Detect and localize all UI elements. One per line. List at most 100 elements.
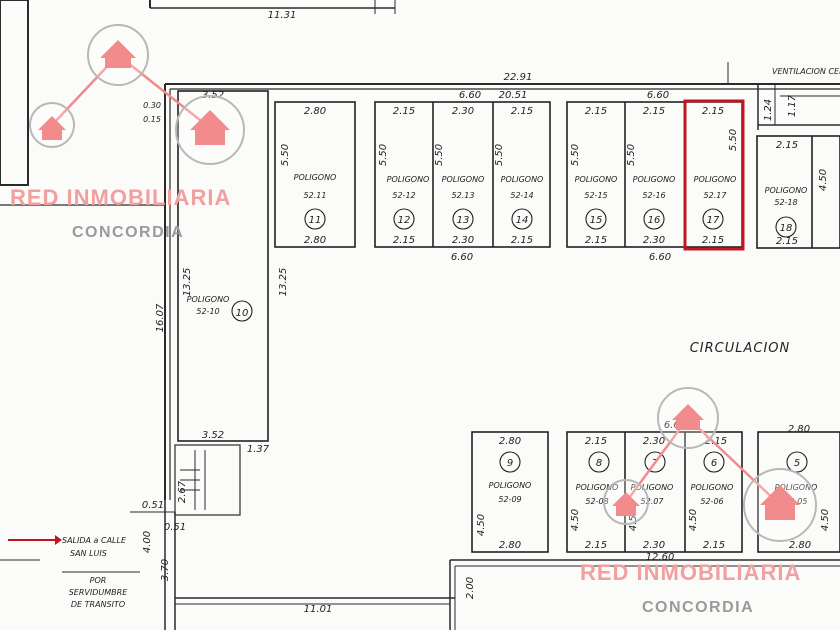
svg-text:2.00: 2.00: [465, 577, 476, 599]
svg-text:0.51: 0.51: [164, 522, 186, 533]
watermark-brand-bottom: RED INMOBILIARIA: [580, 560, 801, 585]
svg-text:2.80: 2.80: [788, 424, 810, 435]
house-icon: [760, 485, 800, 520]
svg-text:POLIGONO: POLIGONO: [765, 186, 808, 195]
svg-text:2.80: 2.80: [789, 540, 811, 551]
svg-text:POLIGONO: POLIGONO: [442, 175, 485, 184]
svg-text:8: 8: [596, 458, 602, 469]
servitude-line2: SERVIDUMBRE: [69, 588, 128, 597]
svg-text:4.50: 4.50: [820, 509, 831, 531]
svg-text:6.60: 6.60: [664, 420, 686, 431]
ventilation-label: VENTILACION CEN: [772, 67, 840, 76]
lot-9[interactable]: 2.80 2.80 9 POLIGONO 52-09 4.50: [471, 431, 549, 553]
lot-16[interactable]: 2.15 2.30 POLIGONO 52-16 16 5.50: [626, 106, 675, 246]
house-icon: [672, 404, 704, 430]
svg-text:2.15: 2.15: [511, 106, 533, 117]
svg-text:POLIGONO: POLIGONO: [631, 483, 674, 492]
svg-text:POLIGONO: POLIGONO: [775, 483, 818, 492]
svg-text:5.50: 5.50: [570, 144, 581, 166]
svg-text:52-06: 52-06: [700, 497, 723, 506]
lot-6[interactable]: 2.15 2.15 6 POLIGONO 52-06 4.50: [688, 436, 733, 551]
svg-text:2.15: 2.15: [585, 540, 607, 551]
svg-text:18: 18: [780, 223, 793, 234]
svg-text:11: 11: [309, 215, 322, 226]
svg-text:4.50: 4.50: [570, 509, 581, 531]
svg-text:5.50: 5.50: [494, 144, 505, 166]
svg-text:5.50: 5.50: [728, 129, 739, 151]
watermark-brand-top: RED INMOBILIARIA: [10, 185, 231, 210]
svg-text:1.37: 1.37: [247, 444, 270, 455]
lot-17[interactable]: 2.15 2.15 POLIGONO 52.17 17 5.50: [694, 106, 739, 246]
svg-text:POLIGONO: POLIGONO: [489, 481, 532, 490]
svg-text:2.80: 2.80: [304, 106, 326, 117]
svg-text:15: 15: [590, 215, 603, 226]
svg-text:4.50: 4.50: [818, 169, 829, 191]
lot-14[interactable]: 2.15 2.15 POLIGONO 52-14 14 5.50: [494, 106, 543, 246]
svg-text:20.51: 20.51: [499, 90, 528, 101]
svg-text:10: 10: [236, 308, 249, 319]
svg-text:1.17: 1.17: [787, 94, 798, 117]
svg-text:13.25: 13.25: [278, 268, 289, 297]
svg-text:2.15: 2.15: [393, 235, 415, 246]
svg-text:2.15: 2.15: [511, 235, 533, 246]
svg-text:POLIGONO: POLIGONO: [633, 175, 676, 184]
lot-17-highlight: [683, 99, 745, 251]
svg-text:POLIGONO: POLIGONO: [576, 483, 619, 492]
svg-text:52.13: 52.13: [452, 191, 475, 200]
svg-text:POLIGONO: POLIGONO: [694, 175, 737, 184]
svg-text:11.31: 11.31: [268, 10, 297, 21]
svg-text:2.30: 2.30: [452, 235, 474, 246]
dimension-labels: 11.31 22.91 6.60 20.51 6.60 6.60 6.60 6.…: [142, 10, 798, 615]
svg-text:6: 6: [711, 458, 717, 469]
lot-13[interactable]: 2.30 2.30 POLIGONO 52.13 13 5.50: [434, 106, 484, 246]
svg-text:5: 5: [794, 458, 800, 469]
svg-text:6.60: 6.60: [649, 252, 671, 263]
servitude-line3: DE TRANSITO: [71, 600, 125, 609]
svg-text:2.80: 2.80: [499, 540, 521, 551]
svg-text:2.15: 2.15: [585, 106, 607, 117]
svg-text:5.50: 5.50: [280, 144, 291, 166]
house-icon: [612, 492, 640, 516]
svg-text:2.30: 2.30: [643, 235, 665, 246]
svg-text:POLIGONO: POLIGONO: [387, 175, 430, 184]
svg-text:13: 13: [457, 215, 470, 226]
house-icon: [38, 116, 66, 140]
svg-text:4.50: 4.50: [688, 509, 699, 531]
svg-text:6.60: 6.60: [647, 90, 669, 101]
lot-11[interactable]: 2.80 2.80 POLIGONO 52.11 11 5.50: [274, 101, 356, 248]
svg-text:2.15: 2.15: [703, 540, 725, 551]
svg-text:2.30: 2.30: [452, 106, 474, 117]
svg-text:13.25: 13.25: [182, 268, 193, 297]
svg-text:2.15: 2.15: [393, 106, 415, 117]
house-icon: [100, 40, 136, 68]
svg-text:0.51: 0.51: [142, 500, 164, 511]
svg-text:5.50: 5.50: [378, 144, 389, 166]
svg-text:2.67: 2.67: [177, 480, 188, 503]
svg-text:14: 14: [516, 215, 529, 226]
svg-text:2.15: 2.15: [705, 436, 727, 447]
lot-18[interactable]: 2.15 2.15 POLIGONO 52-18 18 4.50: [756, 135, 840, 249]
svg-text:52-15: 52-15: [584, 191, 607, 200]
svg-text:6.60: 6.60: [451, 252, 473, 263]
lot-8[interactable]: 2.15 2.15 8 POLIGONO 52-08 4.50: [570, 436, 618, 551]
svg-text:16.07: 16.07: [155, 303, 166, 332]
svg-text:9: 9: [507, 458, 513, 469]
svg-text:52-08: 52-08: [585, 497, 608, 506]
svg-text:2.15: 2.15: [585, 436, 607, 447]
circulation-label: CIRCULACION: [690, 341, 791, 356]
svg-text:POLIGONO: POLIGONO: [575, 175, 618, 184]
svg-text:52-16: 52-16: [642, 191, 665, 200]
svg-text:6.60: 6.60: [459, 90, 481, 101]
top-lots: 2.80 2.80 POLIGONO 52.11 11 5.50 2.15 2.…: [274, 99, 840, 251]
svg-text:3.52: 3.52: [202, 430, 224, 441]
svg-text:52-12: 52-12: [392, 191, 415, 200]
lot-15[interactable]: 2.15 2.15 POLIGONO 52-15 15 5.50: [570, 106, 617, 246]
svg-text:52.17: 52.17: [704, 191, 728, 200]
svg-text:5.50: 5.50: [626, 144, 637, 166]
svg-text:2.15: 2.15: [776, 140, 798, 151]
svg-text:2.15: 2.15: [702, 235, 724, 246]
svg-text:52-14: 52-14: [510, 191, 533, 200]
lot-12[interactable]: 2.15 2.15 POLIGONO 52-12 12 5.50: [378, 106, 429, 246]
svg-text:4.50: 4.50: [476, 514, 487, 536]
